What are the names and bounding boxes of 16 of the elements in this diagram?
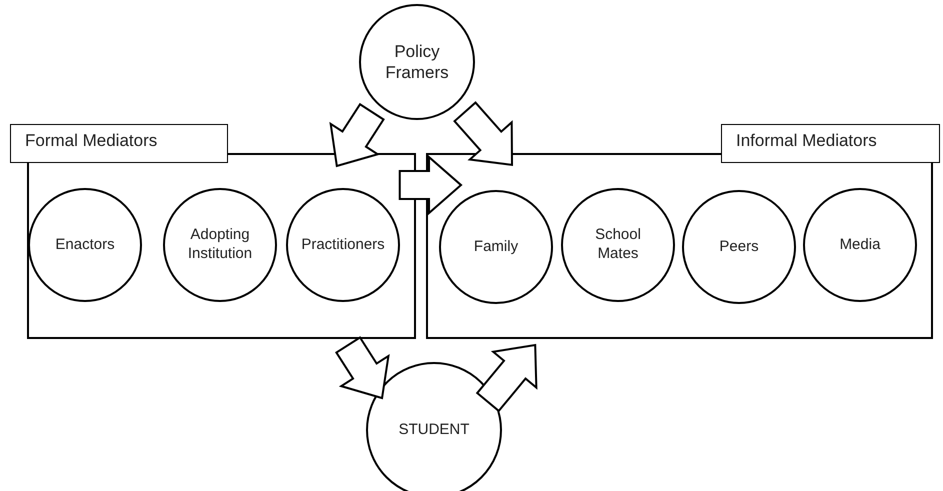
group-title: Informal Mediators bbox=[721, 124, 940, 163]
block-arrow bbox=[453, 101, 514, 166]
node-label: Policy Framers bbox=[384, 40, 450, 84]
node-label: STUDENT bbox=[398, 420, 470, 440]
node-label: Family bbox=[474, 238, 518, 256]
block-arrow bbox=[476, 344, 538, 412]
block-arrow bbox=[335, 336, 390, 400]
node-label: Practitioners bbox=[301, 236, 385, 254]
node-label: Media bbox=[840, 236, 880, 254]
node-label: Adopting Institution bbox=[186, 226, 254, 264]
block-arrow bbox=[329, 102, 385, 168]
block-arrow bbox=[398, 154, 463, 216]
node-label: Enactors bbox=[55, 236, 115, 254]
group-title: Formal Mediators bbox=[10, 124, 228, 163]
node-label: School Mates bbox=[594, 226, 642, 264]
node-label: Peers bbox=[719, 238, 759, 256]
